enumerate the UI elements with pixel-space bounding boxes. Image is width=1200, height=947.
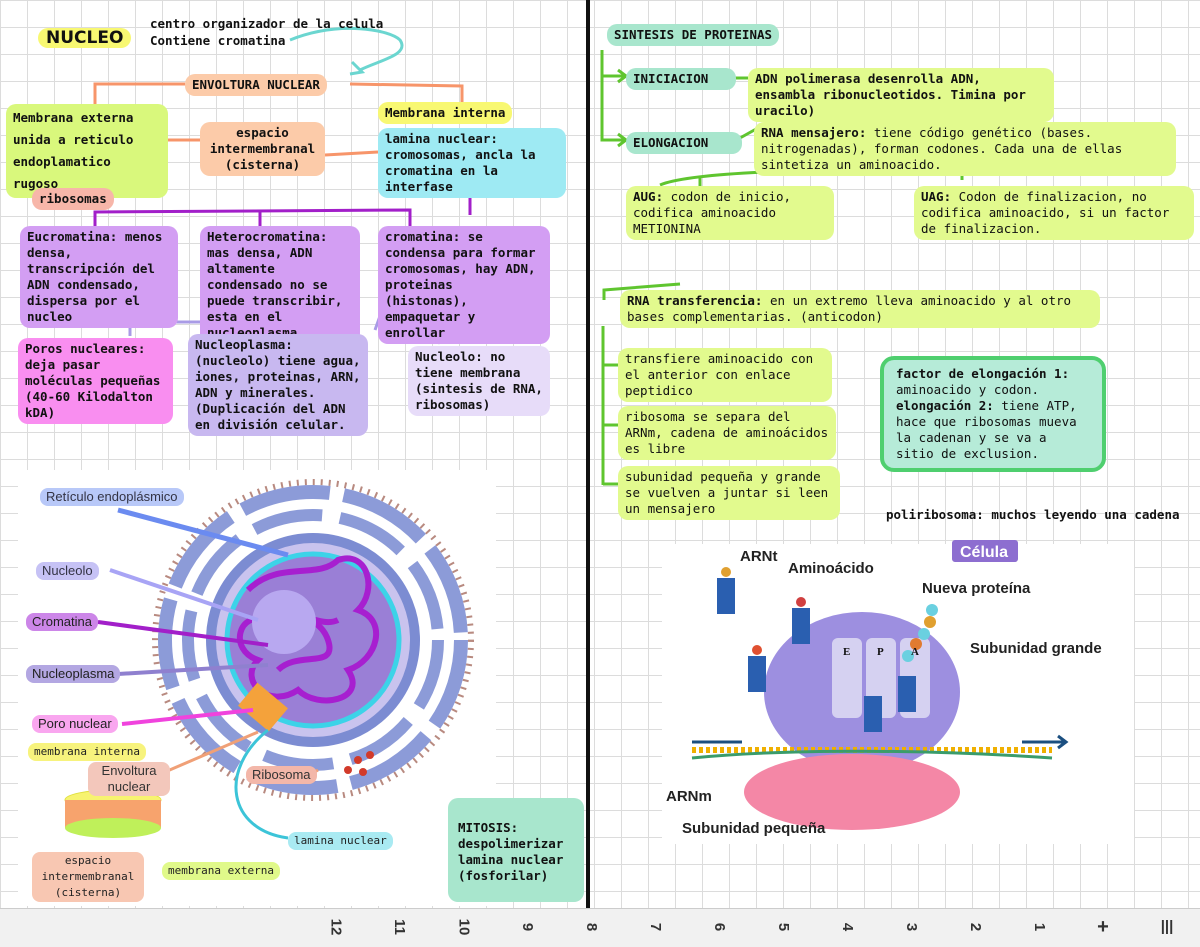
uag-text: Codon de finalizacion, no codifica amino… (921, 189, 1170, 236)
heterocromatina: Heterocromatina: mas densa, ADN altament… (200, 226, 360, 344)
subunidad-grande-label: Subunidad grande (970, 640, 1102, 657)
page-3-button[interactable]: 3 (903, 922, 920, 932)
espacio-intermembranal: espacio intermembranal (cisterna) (200, 122, 325, 176)
nucleo-title: NUCLEO (38, 28, 132, 48)
mitosis-text: despolimerizar lamina nuclear (fosforila… (458, 836, 564, 883)
ribosomas: ribosomas (32, 188, 114, 210)
iniciacion-desc: ADN polimerasa desenrolla ADN, ensambla … (748, 68, 1054, 122)
site-p: P (877, 646, 884, 658)
uag: UAG: Codon de finalizacion, no codifica … (914, 186, 1194, 240)
aug: AUG: codon de inicio, codifica aminoacid… (626, 186, 834, 240)
factor-elongacion-box: factor de elongación 1: aminoacido y cod… (880, 356, 1106, 472)
page-toolbar (0, 908, 1200, 947)
page-divider (586, 0, 590, 946)
diag-lamina: lamina nuclear (288, 832, 393, 850)
page-9-button[interactable]: 9 (519, 922, 536, 932)
rna-m-title: RNA mensajero: (761, 125, 867, 140)
arnt-label: ARNt (740, 548, 778, 565)
mitosis-title: MITOSIS: (458, 820, 519, 835)
arnm-label: ARNm (666, 788, 712, 805)
page-11-button[interactable]: 11 (390, 919, 408, 935)
diag-reticulo: Retículo endoplásmico (40, 488, 184, 506)
add-page-button[interactable]: + (1097, 916, 1109, 938)
poliribosoma: poliribosoma: muchos leyendo una cadena (886, 507, 1180, 522)
eucromatina: Eucromatina: menos densa, transcripción … (20, 226, 178, 328)
intro-line-1: centro organizador de la celula (150, 16, 384, 31)
membrana-interna: Membrana interna (378, 102, 513, 124)
page-2-button[interactable]: 2 (967, 922, 984, 932)
aminoacido-label: Aminoácido (788, 560, 874, 577)
rna-t-text: en un extremo lleva aminoacido y al otro… (627, 293, 1072, 324)
iniciacion: INICIACION (626, 68, 736, 90)
page-7-button[interactable]: 7 (647, 922, 664, 932)
page-6-button[interactable]: 6 (711, 922, 728, 932)
diag-envoltura: Envoltura nuclear (88, 762, 170, 796)
diag-nucleoplasma: Nucleoplasma (26, 665, 121, 683)
diag-poro: Poro nuclear (32, 715, 118, 733)
diag-nucleolo: Nucleolo (36, 562, 99, 580)
membrana-externa: Membrana externa unida a reticulo endopl… (6, 104, 168, 198)
step-transfiere: transfiere aminoacido con el anterior co… (618, 348, 832, 402)
step-separa: ribosoma se separa del ARNm, cadena de a… (618, 406, 836, 460)
page-10-button[interactable]: 10 (455, 918, 472, 936)
site-e: E (843, 646, 851, 658)
envoltura-nuclear: ENVOLTURA NUCLEAR (185, 74, 327, 96)
subunidad-pequena-label: Subunidad pequeña (682, 820, 826, 837)
diag-espacio: espacio intermembranal (cisterna) (32, 852, 144, 902)
site-a: A (911, 646, 919, 658)
factor1-title: factor de elongación 1: (896, 366, 1070, 381)
factor2-title: elongación 2: (896, 398, 994, 413)
page-4-button[interactable]: 4 (839, 922, 856, 932)
factor2-text: tiene ATP, hace que ribosomas mueva la c… (896, 398, 1077, 461)
nucleus-diagram: Retículo endoplásmico Nucleolo Cromatina… (18, 470, 496, 906)
page-1-button[interactable]: 1 (1031, 922, 1048, 932)
poros-nucleares: Poros nucleares: deja pasar moléculas pe… (18, 338, 173, 424)
ribosome-image: E P A Célula ARNt Aminoácido Nueva prote… (662, 540, 1134, 844)
sintesis-title: SINTESIS DE PROTEINAS (607, 24, 780, 46)
nueva-proteina-label: Nueva proteína (922, 580, 1031, 597)
cromatina: cromatina: se condensa para formar cromo… (378, 226, 550, 344)
page-8-button[interactable]: 8 (583, 922, 600, 932)
page-12-button[interactable]: 12 (327, 918, 344, 936)
rna-t-title: RNA transferencia: (627, 293, 763, 308)
diag-membrana-interna: membrana interna (28, 743, 146, 761)
diag-cromatina: Cromatina (26, 613, 98, 631)
aug-text: codon de inicio, codifica aminoacido MET… (633, 189, 792, 236)
intro-line-2: Contiene cromatina (150, 33, 286, 48)
uag-title: UAG: (921, 189, 952, 204)
page-5-button[interactable]: 5 (775, 922, 792, 932)
rna-mensajero: RNA mensajero: tiene código genético (ba… (754, 122, 1176, 176)
factor1-text: aminoacido y codon. (896, 382, 1039, 397)
nucleoplasma: Nucleoplasma: (nucleolo) tiene agua, ion… (188, 334, 368, 436)
rna-m-text: tiene código genético (bases. nitrogenad… (761, 125, 1123, 172)
celula-label: Célula (960, 544, 1009, 561)
mitosis-box: MITOSIS: despolimerizar lamina nuclear (… (448, 798, 584, 902)
elongacion: ELONGACION (626, 132, 742, 154)
aug-title: AUG: (633, 189, 664, 204)
diag-membrana-externa: membrana externa (162, 862, 280, 880)
menu-icon[interactable]: ||| (1160, 918, 1174, 935)
step-juntar: subunidad pequeña y grande se vuelven a … (618, 466, 840, 520)
diag-ribosoma: Ribosoma (246, 766, 317, 784)
lamina-nuclear: lamina nuclear: cromosomas, ancla la cro… (378, 128, 566, 198)
nucleolo: Nucleolo: no tiene membrana (sintesis de… (408, 346, 550, 416)
rna-transferencia: RNA transferencia: en un extremo lleva a… (620, 290, 1100, 328)
